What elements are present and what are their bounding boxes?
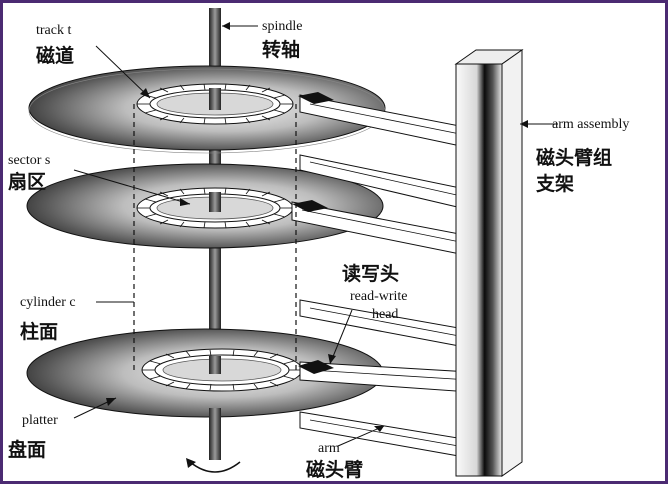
- track-label-en: track t: [36, 23, 71, 38]
- arm-label-en: arm: [318, 441, 340, 456]
- platter-label-en: platter: [22, 413, 58, 428]
- rw-head-label-en-2: head: [372, 307, 398, 322]
- rotation-arrow: [189, 461, 241, 473]
- spindle-label-en: spindle: [262, 19, 302, 34]
- track-label-zh: 磁道: [36, 44, 74, 67]
- read-write-head-bottom: [298, 360, 334, 374]
- cylinder-label-zh: 柱面: [20, 320, 58, 343]
- arm-leader: [337, 425, 385, 447]
- arm-label-zh: 磁头臂: [306, 458, 363, 481]
- spindle-label-zh: 转轴: [262, 38, 300, 61]
- spindle-hub-middle: [209, 192, 221, 212]
- arm-assembly-post: [454, 49, 524, 477]
- spindle-hub-bottom: [209, 356, 221, 374]
- disk-diagram: track t 磁道 spindle 转轴 sector s 扇区 cylind…: [8, 8, 629, 481]
- arm-assembly-label-zh-2: 支架: [535, 173, 574, 195]
- head-leader: [329, 309, 353, 365]
- platter-label-zh: 盘面: [8, 438, 46, 461]
- arm-assembly-label-en: arm assembly: [552, 117, 629, 132]
- platter-middle: [26, 163, 384, 249]
- rw-head-label-en-1: read-write: [350, 289, 408, 304]
- sector-leader: [73, 169, 191, 205]
- platter-bottom: [26, 328, 384, 418]
- cylinder-label-en: cylinder c: [20, 295, 76, 310]
- rw-head-label-zh: 读写头: [342, 262, 399, 285]
- sector-label-zh: 扇区: [8, 170, 46, 193]
- sector-label-en: sector s: [8, 153, 50, 168]
- spindle-shaft-bottom: [209, 408, 221, 458]
- track-leader: [95, 45, 151, 99]
- rotation-arrowhead: [186, 458, 196, 468]
- read-write-head-middle: [292, 200, 328, 212]
- spindle-hub-top: [209, 88, 221, 110]
- read-write-head-top: [298, 92, 334, 104]
- arm-assembly-label-zh-1: 磁头臂组: [536, 146, 612, 169]
